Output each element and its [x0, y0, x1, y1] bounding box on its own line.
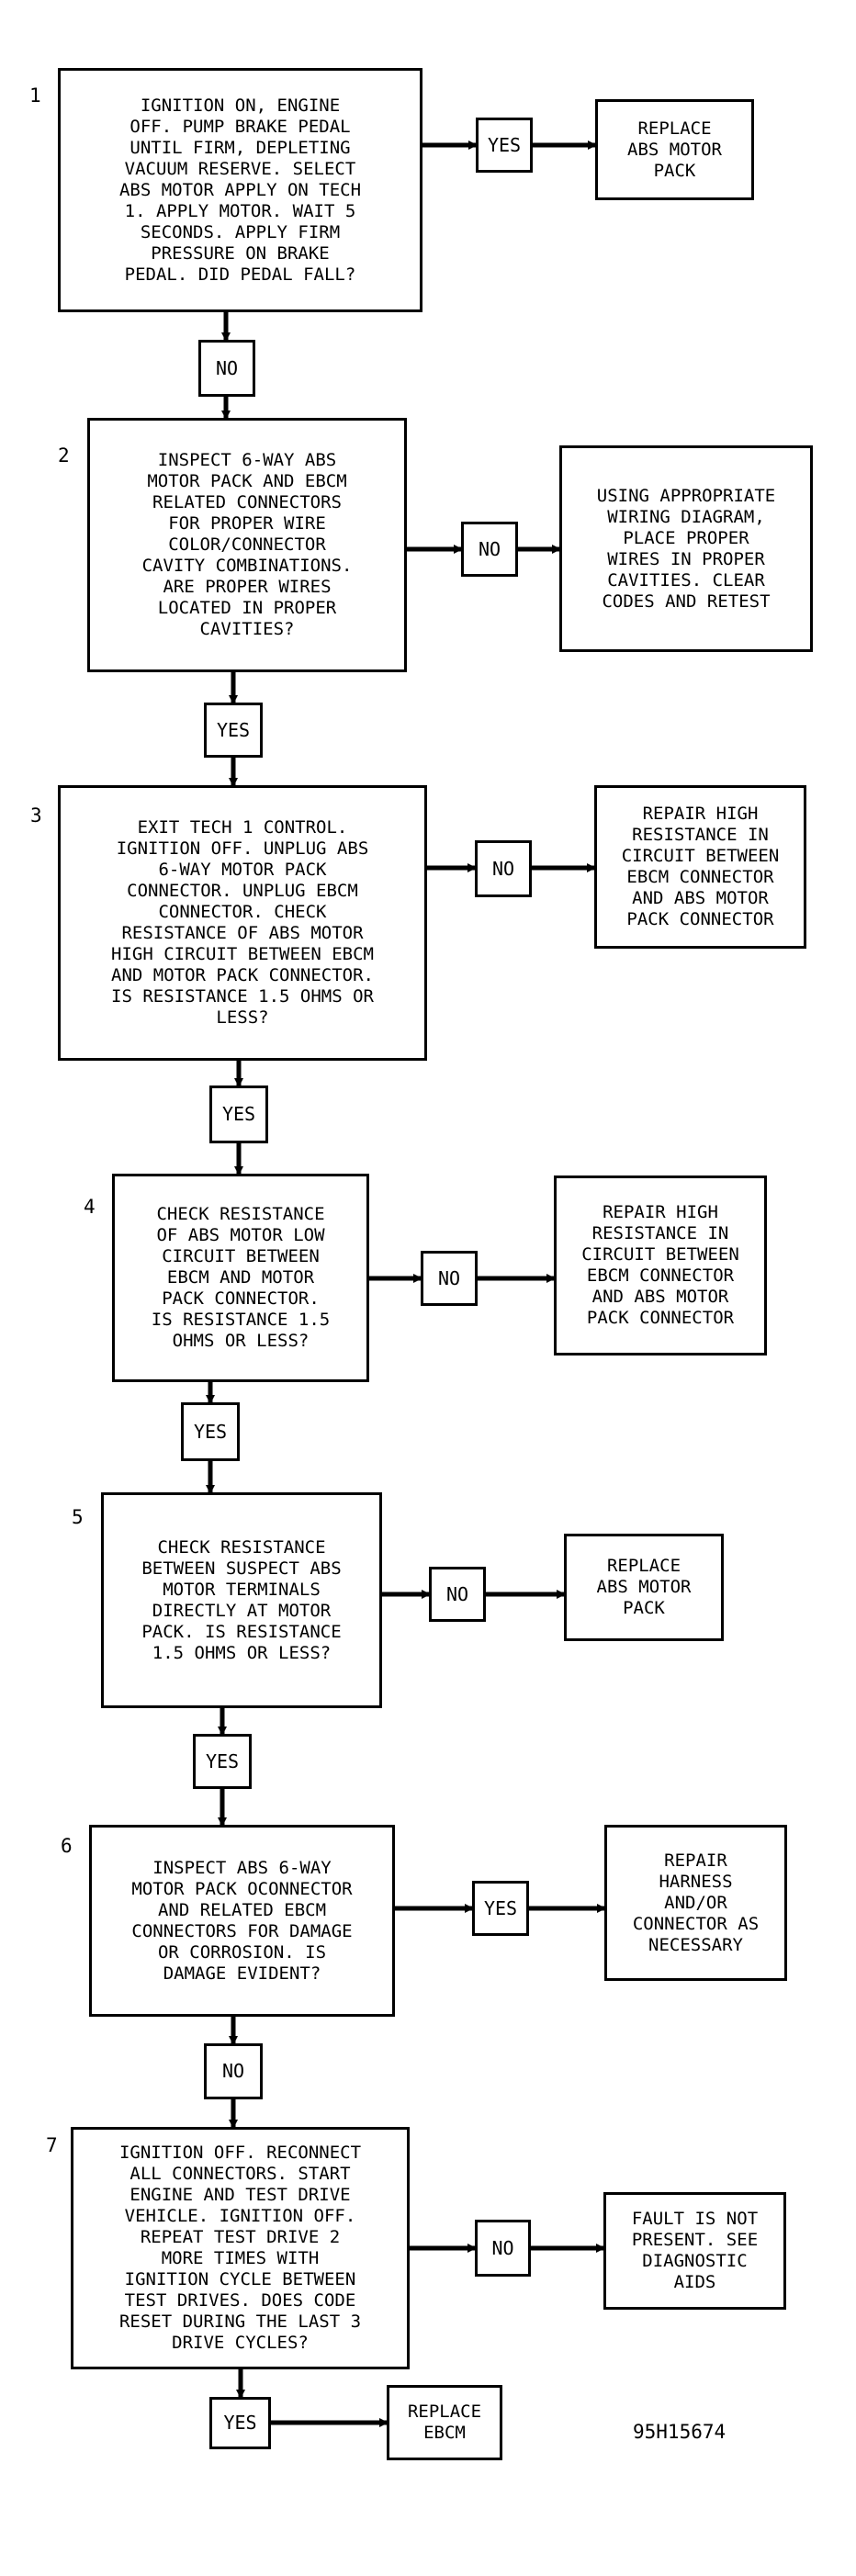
action-box-final: REPLACE EBCM: [387, 2385, 502, 2460]
action-box-4: REPAIR HIGH RESISTANCE IN CIRCUIT BETWEE…: [554, 1176, 767, 1355]
question-box-6: INSPECT ABS 6-WAY MOTOR PACK OCONNECTOR …: [89, 1825, 395, 2017]
answer-box-2-down: YES: [204, 703, 263, 758]
step-number-2: 2: [58, 444, 70, 467]
question-box-1: IGNITION ON, ENGINE OFF. PUMP BRAKE PEDA…: [58, 68, 422, 312]
answer-box-6-down: NO: [204, 2043, 263, 2099]
question-box-5: CHECK RESISTANCE BETWEEN SUSPECT ABS MOT…: [101, 1492, 382, 1708]
step-number-1: 1: [29, 84, 41, 107]
step-number-5: 5: [72, 1506, 84, 1528]
action-box-7: FAULT IS NOT PRESENT. SEE DIAGNOSTIC AID…: [603, 2192, 786, 2310]
question-box-2: INSPECT 6-WAY ABS MOTOR PACK AND EBCM RE…: [87, 418, 407, 672]
question-box-4: CHECK RESISTANCE OF ABS MOTOR LOW CIRCUI…: [112, 1174, 369, 1382]
answer-box-6-side: YES: [472, 1881, 529, 1936]
answer-box-7-side: NO: [475, 2220, 531, 2277]
answer-box-1-side: YES: [476, 118, 533, 173]
answer-box-5-side: NO: [429, 1567, 486, 1622]
action-box-5: REPLACE ABS MOTOR PACK: [564, 1534, 724, 1641]
action-box-2: USING APPROPRIATE WIRING DIAGRAM, PLACE …: [559, 445, 813, 652]
answer-box-2-side: NO: [461, 522, 518, 577]
answer-box-3-side: NO: [475, 840, 532, 897]
answer-box-3-down: YES: [209, 1086, 268, 1143]
answer-box-4-side: NO: [421, 1251, 478, 1306]
action-box-1: REPLACE ABS MOTOR PACK: [595, 99, 754, 200]
question-box-7: IGNITION OFF. RECONNECT ALL CONNECTORS. …: [71, 2127, 410, 2369]
answer-box-4-down: YES: [181, 1402, 240, 1461]
step-number-3: 3: [30, 804, 42, 827]
question-box-3: EXIT TECH 1 CONTROL. IGNITION OFF. UNPLU…: [58, 785, 427, 1061]
answer-box-1-down: NO: [198, 340, 255, 397]
step-number-4: 4: [84, 1196, 96, 1218]
step-number-6: 6: [61, 1835, 73, 1857]
answer-box-5-down: YES: [193, 1734, 252, 1789]
answer-box-7-down: YES: [209, 2397, 271, 2449]
action-box-3: REPAIR HIGH RESISTANCE IN CIRCUIT BETWEE…: [594, 785, 806, 949]
action-box-6: REPAIR HARNESS AND/OR CONNECTOR AS NECES…: [604, 1825, 787, 1981]
step-number-7: 7: [46, 2134, 58, 2156]
reference-code: 95H15674: [633, 2421, 726, 2443]
